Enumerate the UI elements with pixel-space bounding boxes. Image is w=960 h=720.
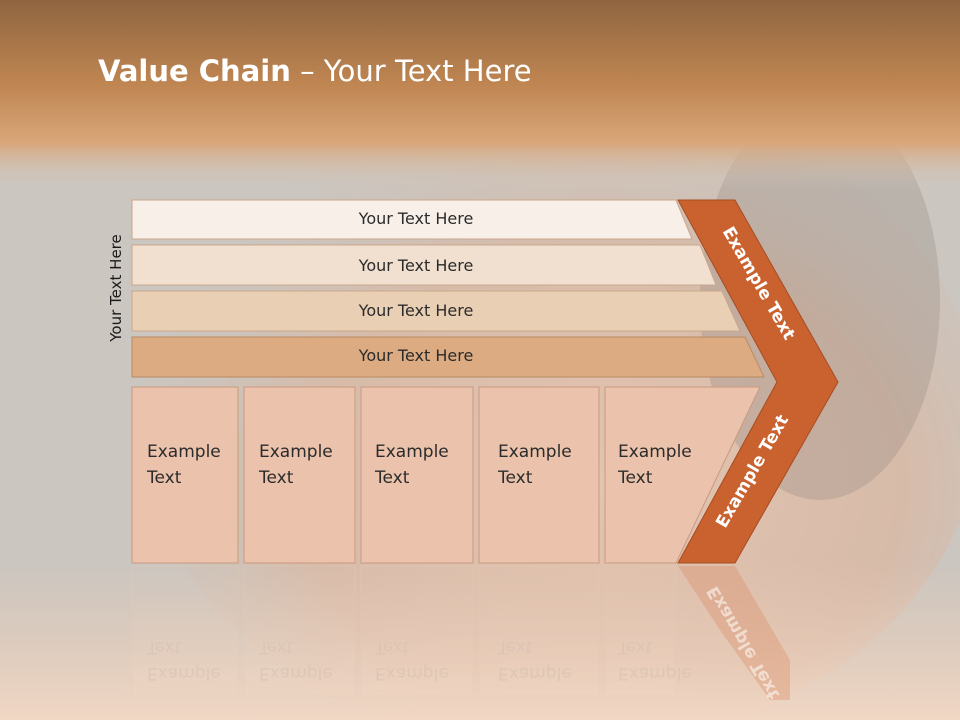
box-label-2: Example Text	[259, 439, 333, 491]
box-1-reflection-line2: Text	[147, 637, 182, 657]
bar-label-1: Your Text Here	[358, 209, 474, 228]
box-2[interactable]	[243, 386, 356, 564]
chevron-arrow[interactable]	[677, 199, 839, 564]
box-5-reflection-line1: Example	[618, 663, 692, 683]
box-2-line2: Text	[259, 468, 294, 488]
box-3[interactable]	[360, 386, 474, 564]
boxes-reflection	[131, 565, 676, 697]
box-4-line2: Text	[498, 468, 533, 488]
box-3-reflection-line1: Example	[375, 663, 449, 683]
bar-3[interactable]	[131, 290, 741, 332]
box-4-line1: Example	[498, 442, 572, 462]
box-1-reflection-line1: Example	[147, 663, 221, 683]
box-label-1: Example Text	[147, 439, 221, 491]
bar-label-2: Your Text Here	[358, 256, 474, 275]
box-1-reflection: Example Text	[147, 634, 221, 686]
box-2-line1: Example	[259, 442, 333, 462]
bar-4[interactable]	[131, 336, 765, 378]
box-1[interactable]	[131, 386, 239, 564]
bar-1[interactable]	[131, 199, 693, 240]
bar-label-4: Your Text Here	[358, 346, 474, 365]
box-4[interactable]	[478, 386, 600, 564]
box-3-reflection-line2: Text	[375, 637, 410, 657]
box-4-reflection-line2: Text	[498, 637, 533, 657]
box-label-5: Example Text	[618, 439, 692, 491]
title-rest: – Your Text Here	[290, 54, 532, 88]
box-5-line2: Text	[618, 468, 653, 488]
box-2-reflection-line1: Example	[259, 663, 333, 683]
box-4-reflection: Example Text	[498, 634, 572, 686]
box-1-line2: Text	[147, 468, 182, 488]
box-1-line1: Example	[147, 442, 221, 462]
title-bold: Value Chain	[98, 54, 291, 88]
box-5-reflection-line2: Text	[618, 637, 653, 657]
box-label-3: Example Text	[375, 439, 449, 491]
box-2-reflection: Example Text	[259, 634, 333, 686]
bar-label-3: Your Text Here	[358, 301, 474, 320]
box-2-reflection-line2: Text	[259, 637, 294, 657]
bar-2[interactable]	[131, 244, 717, 286]
box-5-line1: Example	[618, 442, 692, 462]
box-3-reflection: Example Text	[375, 634, 449, 686]
box-4-reflection-line1: Example	[498, 663, 572, 683]
chevron-reflection	[678, 566, 790, 700]
box-5-reflection: Example Text	[618, 634, 692, 686]
box-3-line2: Text	[375, 468, 410, 488]
box-3-line1: Example	[375, 442, 449, 462]
box-5[interactable]	[604, 386, 761, 564]
box-label-4: Example Text	[498, 439, 572, 491]
slide-title: Value Chain – Your Text Here	[98, 54, 532, 88]
